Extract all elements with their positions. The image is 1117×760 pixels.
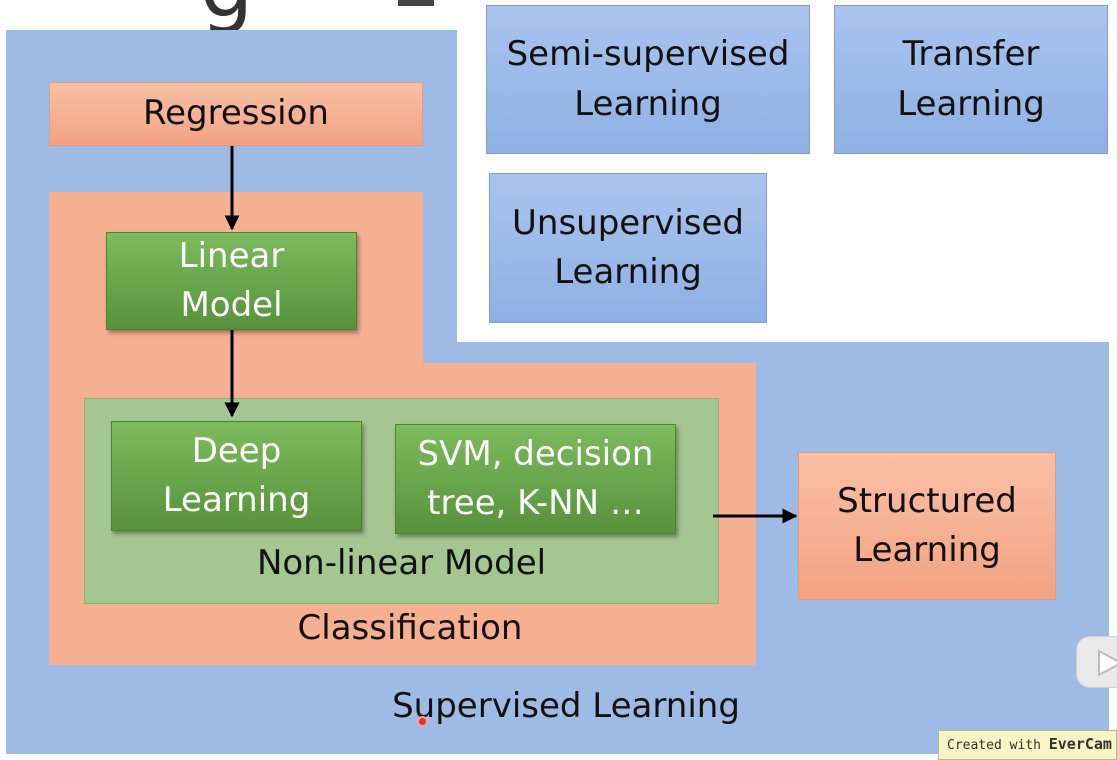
semi-supervised-learning-box: Semi-supervised Learning (486, 5, 810, 154)
cursor-dot (417, 716, 428, 727)
non-linear-model-label: Non-linear Model (256, 543, 547, 583)
play-icon (1098, 649, 1117, 677)
classification-label: Classification (297, 608, 523, 648)
play-button[interactable] (1076, 636, 1117, 688)
evercam-watermark: Created with EverCam (938, 730, 1117, 760)
supervised-learning-label: Supervised Learning (392, 686, 740, 726)
unsupervised-learning-box: Unsupervised Learning (489, 173, 767, 323)
linear-model-box: Linear Model (106, 232, 357, 330)
title-fragment-mark (398, 0, 434, 6)
regression-box: Regression (49, 82, 423, 146)
watermark-prefix: Created with (947, 738, 1049, 753)
regression-label: Regression (143, 93, 329, 134)
transfer-learning-box: Transfer Learning (834, 5, 1108, 154)
deep-learning-box: Deep Learning (111, 421, 362, 531)
watermark-brand: EverCam (1048, 735, 1112, 753)
structured-learning-box: Structured Learning (798, 452, 1056, 600)
svm-tree-knn-box: SVM, decision tree, K-NN … (395, 424, 676, 534)
